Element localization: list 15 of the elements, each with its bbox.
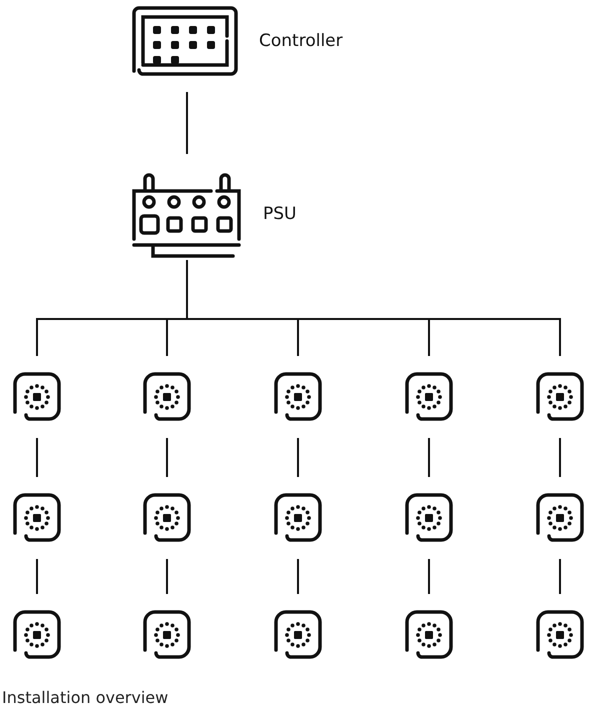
node-label: Controller [259, 31, 343, 51]
connector-line [559, 438, 561, 477]
connector-line [36, 559, 38, 594]
connector-line [186, 92, 188, 154]
connector-line [428, 559, 430, 594]
connector-line [166, 559, 168, 594]
node-label: PSU [263, 204, 296, 224]
connector-line [166, 438, 168, 477]
caption: Installation overview [2, 688, 168, 707]
connector-line [428, 438, 430, 477]
connector-line [186, 260, 561, 356]
connector-line [297, 559, 299, 594]
connector-line [36, 438, 38, 477]
connector-line [297, 438, 299, 477]
connector-line [559, 559, 561, 594]
